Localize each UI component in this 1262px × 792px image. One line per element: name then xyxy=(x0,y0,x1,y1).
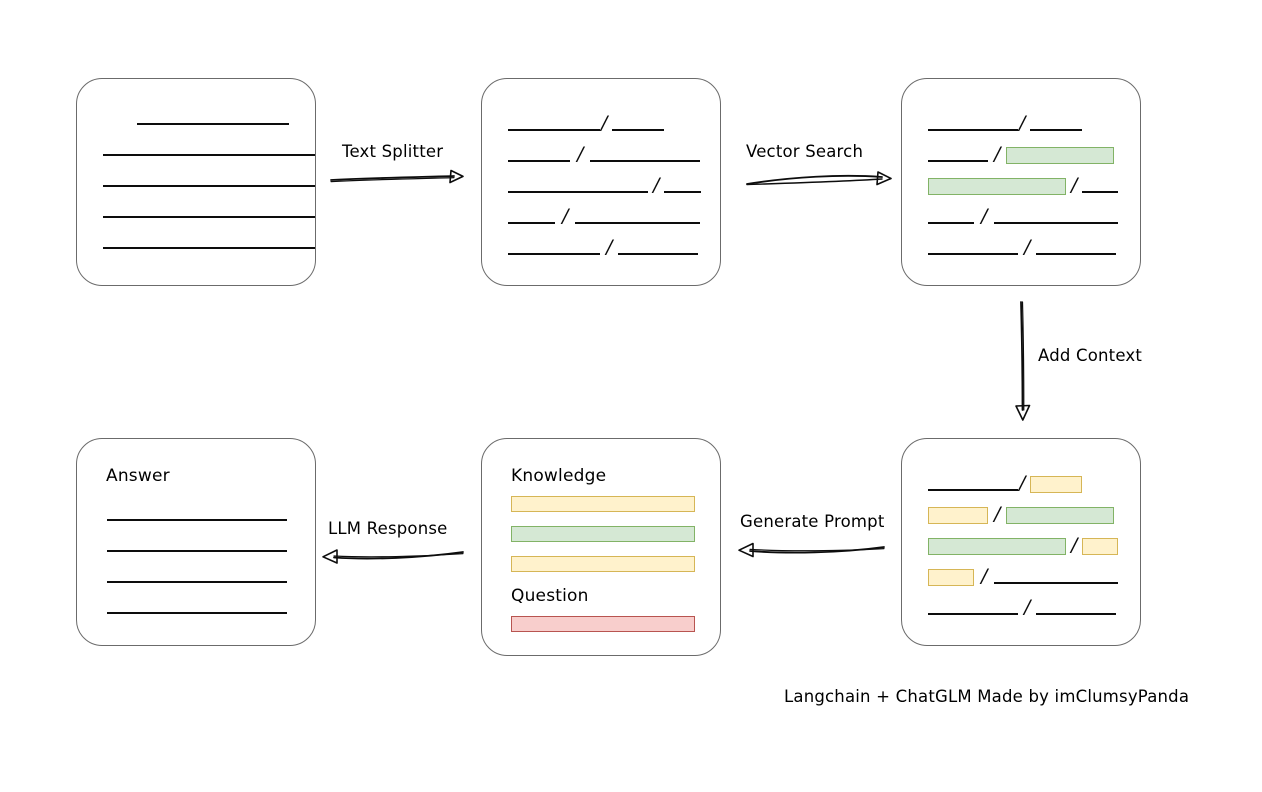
chunk-separator: / xyxy=(1019,471,1026,494)
arrow-vector-search-label: Vector Search xyxy=(746,142,864,161)
source-document-box[interactable] xyxy=(76,78,316,286)
chunk-highlight-green xyxy=(928,177,1066,195)
chunk-segment xyxy=(1082,191,1119,193)
chunk-separator: / xyxy=(1024,595,1031,618)
chunk-segment xyxy=(928,129,1018,131)
arrow-llm-response-label: LLM Response xyxy=(328,519,448,538)
answer-line xyxy=(107,550,287,552)
chunk-segment xyxy=(928,160,988,162)
question-heading: Question xyxy=(511,586,589,606)
answer-box[interactable]: Answer xyxy=(76,438,316,646)
chunk-row: / xyxy=(928,204,1119,227)
chunk-segment xyxy=(612,129,665,131)
answer-line xyxy=(107,519,287,521)
arrow-generate-prompt: Generate Prompt xyxy=(736,512,886,562)
prompt-box[interactable]: Knowledge Question xyxy=(481,438,721,656)
arrow-add-context-label: Add Context xyxy=(1038,346,1143,365)
chunk-separator: / xyxy=(653,173,660,196)
chunk-separator: / xyxy=(981,204,988,227)
knowledge-bar xyxy=(511,496,695,512)
arrow-llm-response-glyph xyxy=(322,549,464,564)
chunk-highlight-yellow xyxy=(1082,537,1119,555)
knowledge-bar xyxy=(511,526,695,542)
chunk-row: / xyxy=(508,173,702,196)
chunk-separator: / xyxy=(994,502,1001,525)
chunk-separator: / xyxy=(601,111,608,134)
context-added-chunks-box[interactable]: / / / / / xyxy=(901,438,1141,646)
chunk-segment xyxy=(994,222,1119,224)
arrow-vector-search-glyph xyxy=(746,171,892,186)
chunk-row: / xyxy=(508,142,701,165)
document-line xyxy=(103,154,315,156)
chunk-segment xyxy=(928,222,974,224)
chunk-row: / xyxy=(928,595,1117,618)
chunk-row: / xyxy=(508,204,701,227)
arrow-text-splitter: Text Splitter xyxy=(330,142,464,192)
chunk-row: / xyxy=(928,564,1119,587)
chunk-segment xyxy=(508,253,600,255)
document-line xyxy=(103,247,315,249)
question-bar xyxy=(511,616,695,632)
chunk-row: / xyxy=(928,533,1119,556)
answer-heading: Answer xyxy=(106,466,170,486)
arrow-llm-response: LLM Response xyxy=(320,519,465,569)
knowledge-heading: Knowledge xyxy=(511,466,607,486)
chunk-segment xyxy=(928,253,1018,255)
chunk-row: / xyxy=(928,235,1117,258)
chunk-segment xyxy=(508,160,570,162)
chunk-segment xyxy=(508,222,555,224)
chunk-highlight-yellow xyxy=(928,506,988,524)
chunk-row: / xyxy=(928,173,1119,196)
credit-text: Langchain + ChatGLM Made by imClumsyPand… xyxy=(784,687,1190,706)
arrow-generate-prompt-label: Generate Prompt xyxy=(740,512,885,531)
chunk-segment xyxy=(508,129,600,131)
chunk-highlight-green xyxy=(1006,506,1115,524)
chunk-segment xyxy=(590,160,701,162)
chunk-segment xyxy=(928,489,1018,491)
chunk-row: / xyxy=(928,111,1083,134)
chunk-segment xyxy=(508,191,648,193)
answer-line xyxy=(107,612,287,614)
chunk-separator: / xyxy=(981,564,988,587)
arrow-text-splitter-label: Text Splitter xyxy=(342,142,444,161)
chunk-segment xyxy=(575,222,701,224)
chunk-row: / xyxy=(928,502,1115,525)
answer-line xyxy=(107,581,287,583)
arrow-vector-search: Vector Search xyxy=(746,142,892,192)
chunk-segment xyxy=(1030,129,1083,131)
chunk-row: / xyxy=(928,471,1083,494)
chunk-separator: / xyxy=(562,204,569,227)
document-line xyxy=(103,185,315,187)
arrow-add-context-glyph xyxy=(1015,301,1031,421)
chunk-segment xyxy=(928,613,1018,615)
arrow-generate-prompt-glyph xyxy=(738,542,885,558)
chunk-segment xyxy=(1036,613,1117,615)
document-line xyxy=(103,216,315,218)
chunk-row: / xyxy=(508,111,665,134)
document-line xyxy=(137,123,289,125)
chunk-highlight-green xyxy=(1006,146,1115,164)
chunk-separator: / xyxy=(577,142,584,165)
chunk-separator: / xyxy=(1024,235,1031,258)
chunk-segment xyxy=(664,191,702,193)
split-chunks-box[interactable]: / / / / / xyxy=(481,78,721,286)
chunk-separator: / xyxy=(1071,173,1078,196)
chunk-separator: / xyxy=(606,235,613,258)
arrow-text-splitter-glyph xyxy=(330,169,464,184)
chunk-highlight-yellow xyxy=(1030,475,1083,493)
arrow-add-context: Add Context xyxy=(1008,300,1188,424)
chunk-segment xyxy=(618,253,699,255)
chunk-separator: / xyxy=(1019,111,1026,134)
chunk-segment xyxy=(1036,253,1117,255)
chunk-row: / xyxy=(928,142,1115,165)
chunk-segment xyxy=(994,582,1119,584)
chunk-separator: / xyxy=(994,142,1001,165)
chunk-highlight-green xyxy=(928,537,1066,555)
chunk-row: / xyxy=(508,235,699,258)
vector-matched-chunks-box[interactable]: / / / / / xyxy=(901,78,1141,286)
chunk-separator: / xyxy=(1071,533,1078,556)
chunk-highlight-yellow xyxy=(928,568,974,586)
knowledge-bar xyxy=(511,556,695,572)
